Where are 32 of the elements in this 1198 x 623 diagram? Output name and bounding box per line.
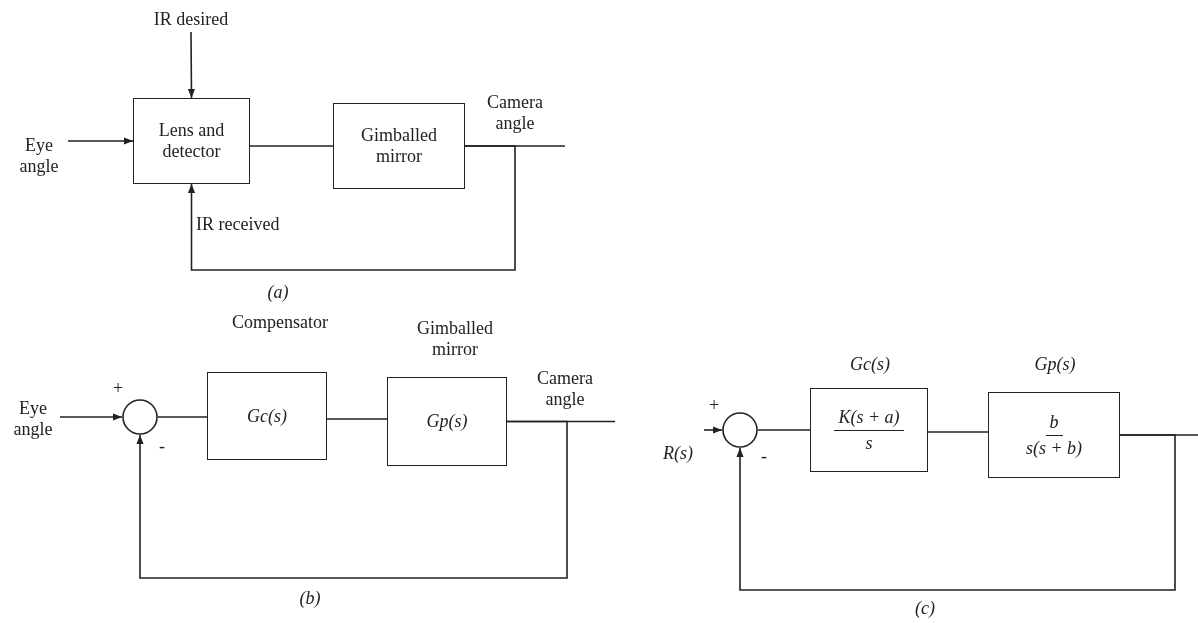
output-label: Camera angle bbox=[536, 368, 594, 410]
figure-caption: (c) bbox=[914, 598, 936, 619]
summing-junction bbox=[122, 399, 158, 435]
sign-label: - bbox=[760, 446, 768, 467]
figure-caption: (b) bbox=[298, 588, 322, 609]
output-label: Camera angle bbox=[486, 92, 544, 134]
signal-label: R(s) bbox=[652, 440, 704, 466]
figure-caption: (a) bbox=[266, 282, 290, 303]
block-title: Gp(s) bbox=[1033, 354, 1077, 375]
sign-label: - bbox=[158, 436, 166, 457]
connector-arrow bbox=[136, 420, 568, 579]
signal-label: IR desired bbox=[145, 6, 237, 32]
signal-label: Eye angle bbox=[10, 130, 68, 182]
sign-label: + bbox=[111, 378, 125, 399]
block-box: Gc(s) bbox=[207, 372, 327, 460]
block-title: Gimballed mirror bbox=[416, 318, 494, 360]
block-box: b s(s + b) bbox=[988, 392, 1120, 478]
block-box: Lens and detector bbox=[133, 98, 250, 184]
signal-label: Eye angle bbox=[6, 393, 60, 445]
block-title: Compensator bbox=[231, 312, 329, 333]
connector-arrow bbox=[67, 137, 134, 145]
block-box: Gimballed mirror bbox=[333, 103, 465, 189]
summing-junction bbox=[722, 412, 758, 448]
block-title: Gc(s) bbox=[849, 354, 891, 375]
block-box: Gp(s) bbox=[387, 377, 507, 466]
connector-arrow bbox=[736, 434, 1176, 591]
connector-arrow bbox=[59, 413, 123, 421]
connector-arrow bbox=[187, 145, 516, 271]
sign-label: + bbox=[707, 395, 721, 416]
connector-arrow bbox=[703, 426, 723, 434]
connector-arrow bbox=[187, 31, 196, 99]
block-box: K(s + a) s bbox=[810, 388, 928, 472]
